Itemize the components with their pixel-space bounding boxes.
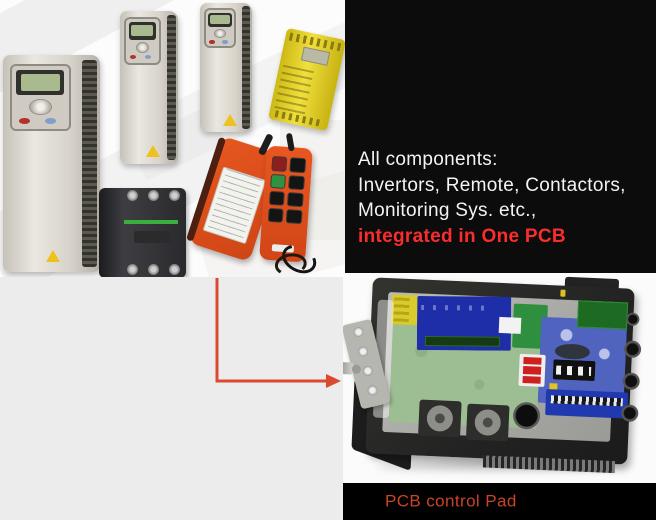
screw-terminal	[147, 263, 159, 275]
vfd-nav-keys	[214, 28, 226, 39]
warning-triangle-icon	[45, 250, 60, 263]
warning-triangle-icon	[145, 145, 160, 158]
cable-gland	[622, 372, 641, 391]
vfd-heatsink-vents	[242, 6, 251, 129]
component-collage	[0, 0, 345, 277]
caption-band: PCB control Pad	[343, 483, 656, 520]
cooling-fan	[418, 399, 462, 438]
vfd-lcd	[128, 22, 156, 40]
green-module	[576, 300, 629, 330]
remote-button	[288, 174, 306, 191]
vfd-stop-button	[209, 40, 215, 44]
remote-button	[289, 157, 307, 173]
standoff	[361, 364, 374, 377]
figure-caption: PCB control Pad	[385, 491, 517, 511]
message-panel: All components: Invertors, Remote, Conta…	[345, 0, 656, 273]
screw-terminal	[168, 189, 180, 201]
message-line-2: Invertors, Remote, Contactors,	[358, 174, 626, 196]
vfd-stop-button	[129, 55, 137, 60]
relay-display	[301, 46, 330, 66]
vfd-nav-keys	[135, 41, 149, 53]
vfd-start-button	[144, 55, 152, 60]
blue-daughter-board	[416, 295, 512, 351]
standoff	[366, 383, 379, 396]
cable-gland	[620, 404, 639, 423]
remote-button	[287, 191, 304, 208]
remote-button	[267, 207, 285, 224]
vfd-lcd	[207, 12, 233, 28]
inverter-drive-large-icon	[3, 55, 100, 272]
dip-toggles	[550, 394, 623, 407]
terminal	[522, 376, 541, 385]
inverter-drive-medium-icon	[120, 11, 178, 164]
vfd-heatsink-vents	[81, 60, 98, 267]
remote-button-grid	[267, 156, 307, 225]
screw-terminal	[168, 263, 180, 275]
dip-switch-bank	[545, 383, 629, 419]
message-line-3: Monitoring Sys. etc.,	[358, 200, 537, 221]
message-highlight: integrated in One PCB	[358, 225, 566, 247]
terminal	[523, 356, 542, 365]
safety-relay-module-icon	[267, 27, 345, 132]
board-component	[555, 343, 591, 361]
fan-blade	[474, 408, 502, 437]
vfd-start-button	[222, 40, 229, 44]
vfd-start-button	[44, 118, 57, 125]
vfd-heatsink-vents	[167, 14, 177, 161]
message-text: All components: Invertors, Remote, Conta…	[358, 147, 626, 249]
cooling-fan	[465, 403, 510, 442]
vfd-control-panel	[203, 8, 237, 49]
screw-terminal	[147, 189, 159, 201]
pcb-control-pad-figure	[343, 273, 656, 483]
warning-triangle-icon	[222, 114, 237, 127]
fan-blade	[426, 404, 454, 432]
yellow-connector	[390, 294, 419, 326]
relay-block	[552, 359, 596, 382]
side-bolt	[343, 361, 354, 375]
white-connector	[498, 316, 522, 334]
screw-terminal	[126, 263, 138, 275]
vfd-nav-keys	[28, 98, 52, 115]
standoff	[352, 326, 365, 339]
message-line-1: All components:	[358, 149, 498, 170]
indicator-led	[549, 383, 558, 390]
contactor-state-window	[133, 231, 171, 243]
vfd-lcd	[16, 70, 65, 96]
red-terminal-block	[518, 353, 546, 387]
contactor-brand-stripe	[124, 220, 179, 224]
vfd-control-panel	[124, 17, 161, 65]
vfd-screen	[210, 14, 230, 25]
cable-gland	[623, 340, 642, 359]
cable-gland	[626, 312, 640, 327]
brass-screw	[560, 289, 566, 297]
remote-button	[268, 190, 286, 206]
radio-remote-front-icon	[259, 132, 322, 277]
pcb-control-pad-render	[343, 276, 642, 474]
contactor-icon	[99, 188, 186, 277]
remote-button	[270, 173, 287, 189]
remote-button	[286, 209, 303, 225]
inverter-drive-small-icon	[200, 3, 252, 132]
vfd-stop-button	[18, 118, 31, 125]
screw-terminal	[126, 189, 138, 201]
vfd-control-panel	[9, 63, 71, 131]
remote-button	[271, 156, 288, 172]
terminal	[522, 366, 542, 375]
vfd-screen	[21, 74, 60, 91]
vfd-screen	[131, 24, 154, 37]
standoff	[357, 345, 370, 358]
board-connector	[424, 336, 500, 347]
